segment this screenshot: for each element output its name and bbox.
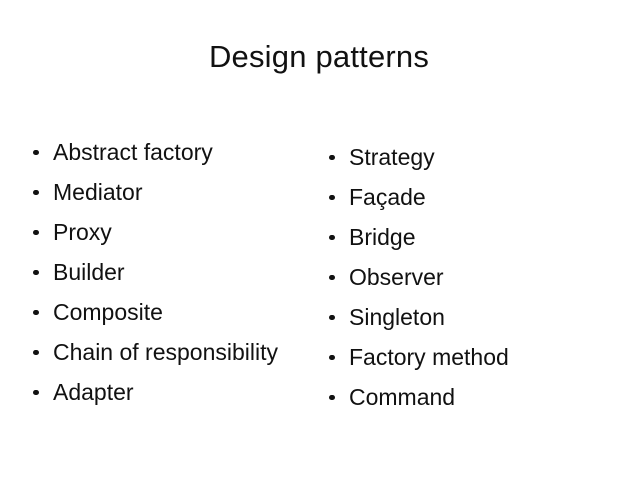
list-item-label: Strategy: [349, 144, 435, 170]
list-item: Builder: [30, 252, 320, 292]
bullet-dot-icon: [33, 389, 39, 395]
bullet-dot-icon: [33, 189, 39, 195]
list-item: Adapter: [30, 372, 320, 412]
list-item-label: Mediator: [53, 179, 143, 205]
list-item-label: Proxy: [53, 219, 112, 245]
list-item: Mediator: [30, 172, 320, 212]
list-item-label: Singleton: [349, 304, 445, 330]
list-item: Bridge: [326, 217, 626, 257]
list-item-label: Composite: [53, 299, 163, 325]
list-item-label: Builder: [53, 259, 125, 285]
bullet-dot-icon: [33, 269, 39, 275]
list-item-label: Adapter: [53, 379, 134, 405]
page-title: Design patterns: [208, 39, 430, 74]
bullet-dot-icon: [329, 314, 335, 320]
bullet-dot-icon: [329, 194, 335, 200]
bullet-list-left: Abstract factory Mediator Proxy Builder …: [30, 132, 320, 412]
bullet-dot-icon: [33, 309, 39, 315]
bullet-dot-icon: [33, 349, 39, 355]
list-item: Abstract factory: [30, 132, 320, 172]
list-item: Observer: [326, 257, 626, 297]
bullet-dot-icon: [33, 149, 39, 155]
list-item: Singleton: [326, 297, 626, 337]
list-item-label: Façade: [349, 184, 426, 210]
list-item: Façade: [326, 177, 626, 217]
bullet-dot-icon: [329, 354, 335, 360]
bullet-dot-icon: [329, 274, 335, 280]
list-item: Strategy: [326, 137, 626, 177]
list-item-label: Observer: [349, 264, 444, 290]
list-item: Factory method: [326, 337, 626, 377]
list-item: Command: [326, 377, 626, 417]
list-item: Chain of responsibility: [30, 332, 320, 372]
list-item-label: Command: [349, 384, 456, 410]
bullet-dot-icon: [329, 234, 335, 240]
bullet-dot-icon: [329, 394, 335, 400]
bullet-list-right: Strategy Façade Bridge Observer Singleto…: [326, 137, 626, 417]
list-item-label: Chain of responsibility: [53, 339, 279, 365]
bullet-dot-icon: [329, 154, 335, 160]
list-item-label: Factory method: [349, 344, 509, 370]
bullet-dot-icon: [33, 229, 39, 235]
list-item-label: Abstract factory: [53, 139, 213, 165]
list-item-label: Bridge: [349, 224, 416, 250]
list-item: Proxy: [30, 212, 320, 252]
list-item: Composite: [30, 292, 320, 332]
